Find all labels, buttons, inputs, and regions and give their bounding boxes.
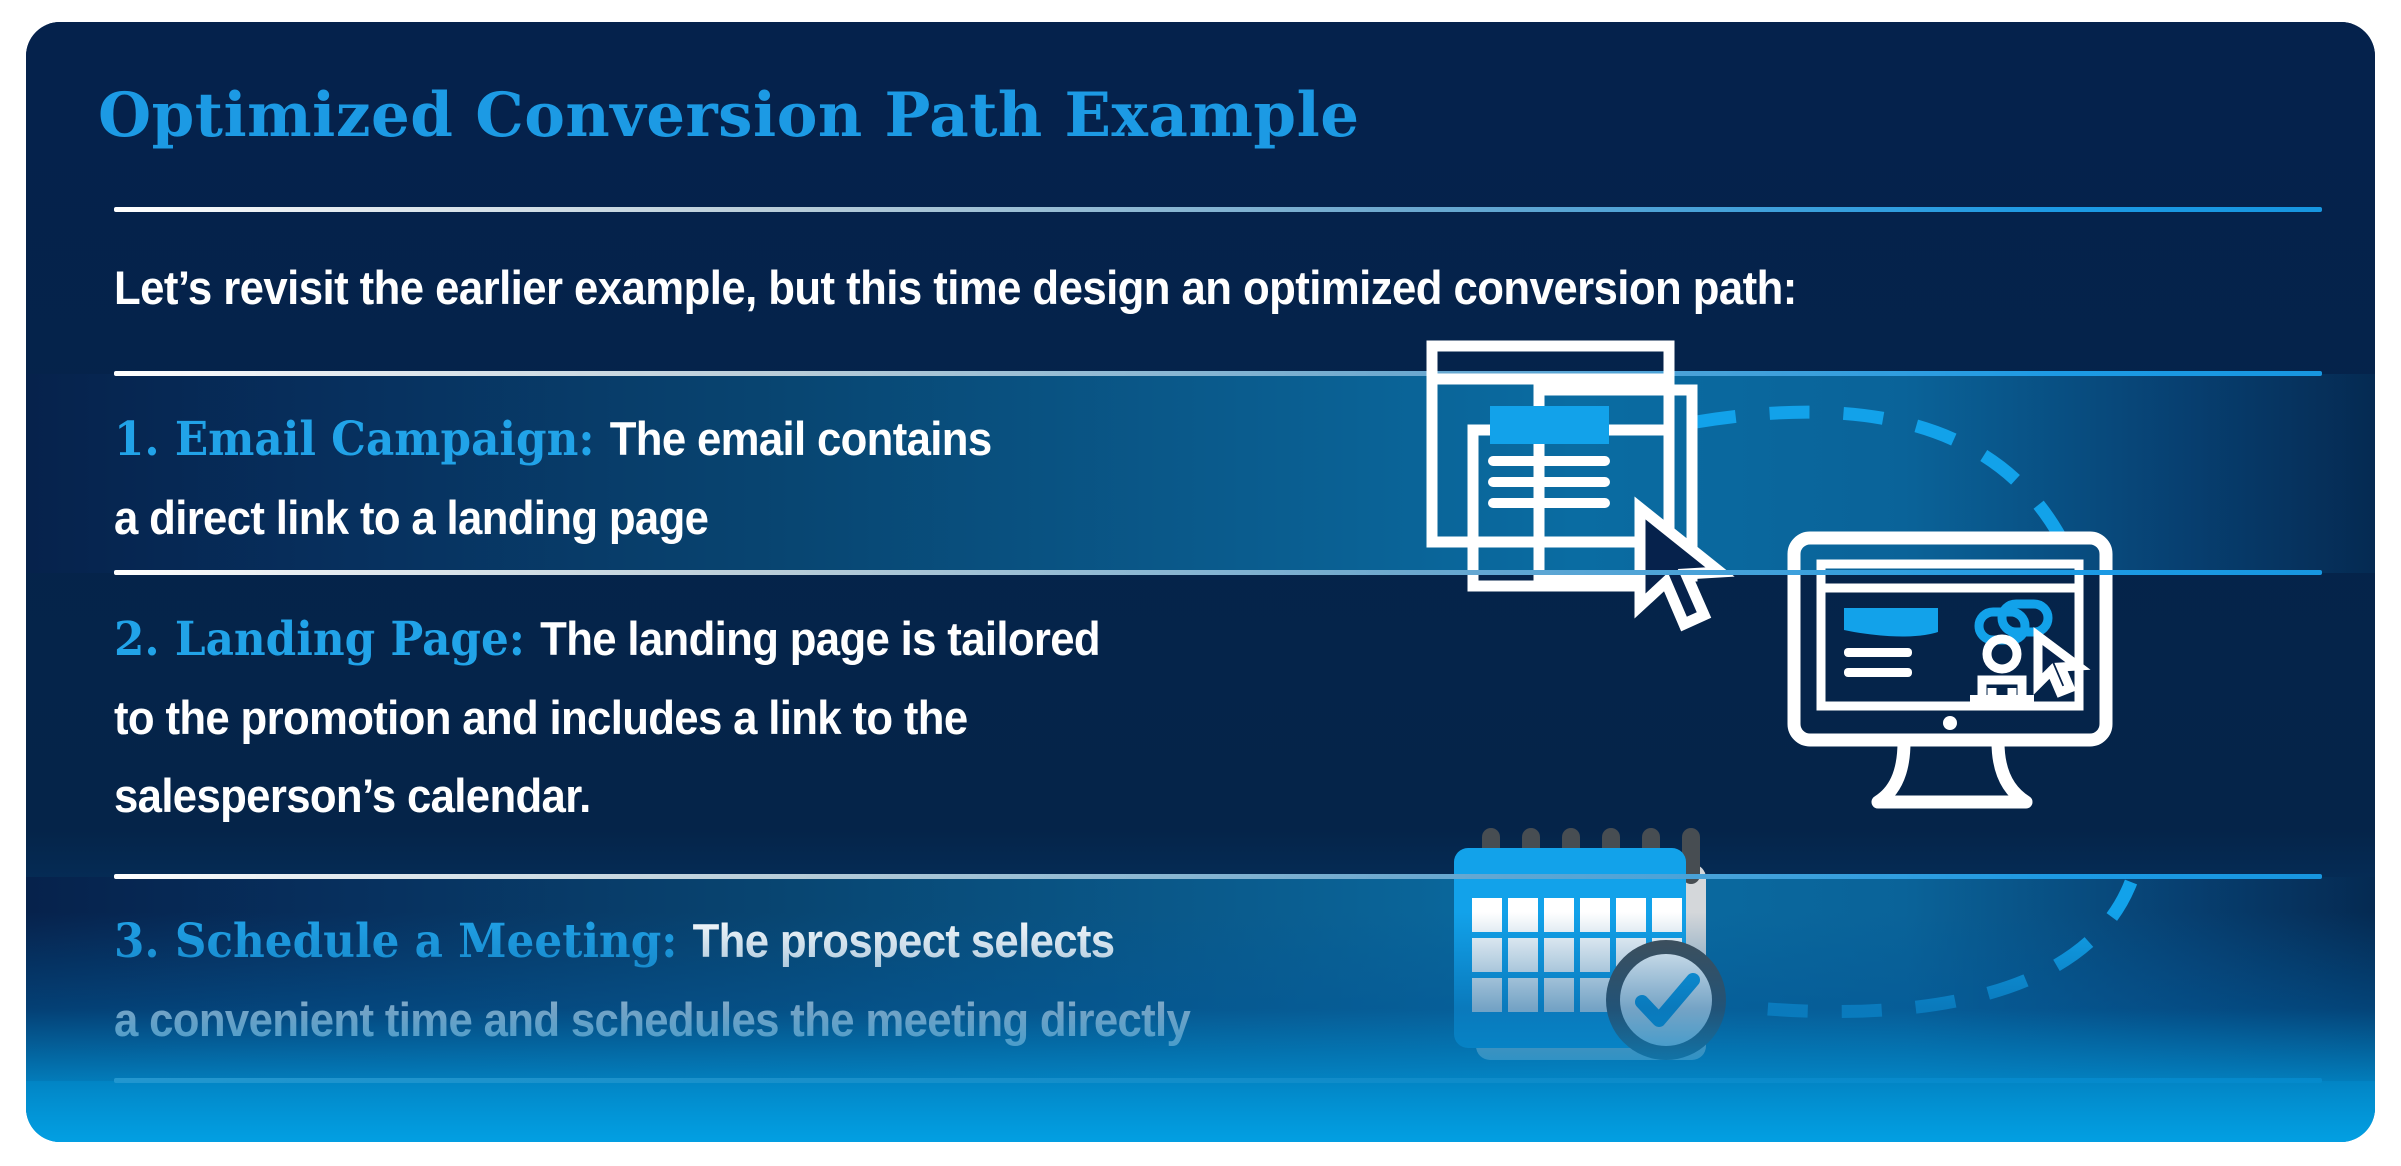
- monitor-landing-page-icon: [1787, 531, 2113, 809]
- step-3-lead: 3. Schedule a Meeting:: [114, 914, 693, 969]
- divider-bottom: [114, 1078, 2322, 1083]
- step-3-text: 3. Schedule a Meeting: The prospect sele…: [114, 902, 1271, 1059]
- divider-step-1: [114, 371, 2322, 376]
- step-2-text: 2. Landing Page: The landing page is tai…: [114, 600, 1174, 835]
- infographic-card: Optimized Conversion Path Example Let’s …: [26, 22, 2375, 1142]
- step-2-lead: 2. Landing Page:: [114, 612, 541, 667]
- divider-step-3: [114, 874, 2322, 879]
- page-title: Optimized Conversion Path Example: [98, 80, 1360, 151]
- step-2-line-1: The landing page is tailored: [540, 612, 1100, 665]
- step-2-line-3: salesperson’s calendar.: [114, 769, 591, 822]
- person-icon: [1970, 634, 2034, 705]
- step-3-line-1: The prospect selects: [692, 914, 1115, 967]
- step-3-line-2: a convenient time and schedules the meet…: [114, 993, 1191, 1046]
- step-1-line-1: The email contains: [609, 412, 992, 465]
- step-1-line-2: a direct link to a landing page: [114, 491, 709, 544]
- cursor-arrow-icon: [1634, 496, 1735, 632]
- calendar-check-icon: [1454, 828, 1726, 1060]
- cursor-arrow-icon: [2033, 627, 2091, 698]
- dashed-arc-connector: [1694, 405, 2138, 1019]
- divider-title: [114, 207, 2322, 212]
- check-circle-icon: [1606, 940, 1726, 1060]
- email-window-icon: [1426, 340, 1735, 632]
- step-1-text: 1. Email Campaign: The email contains a …: [114, 400, 1058, 557]
- divider-step-2: [114, 570, 2322, 575]
- step-1-lead: 1. Email Campaign:: [114, 412, 610, 467]
- illustration-group: [1396, 322, 2375, 1102]
- intro-text: Let’s revisit the earlier example, but t…: [114, 261, 1797, 314]
- step-2-line-2: to the promotion and includes a link to …: [114, 691, 968, 744]
